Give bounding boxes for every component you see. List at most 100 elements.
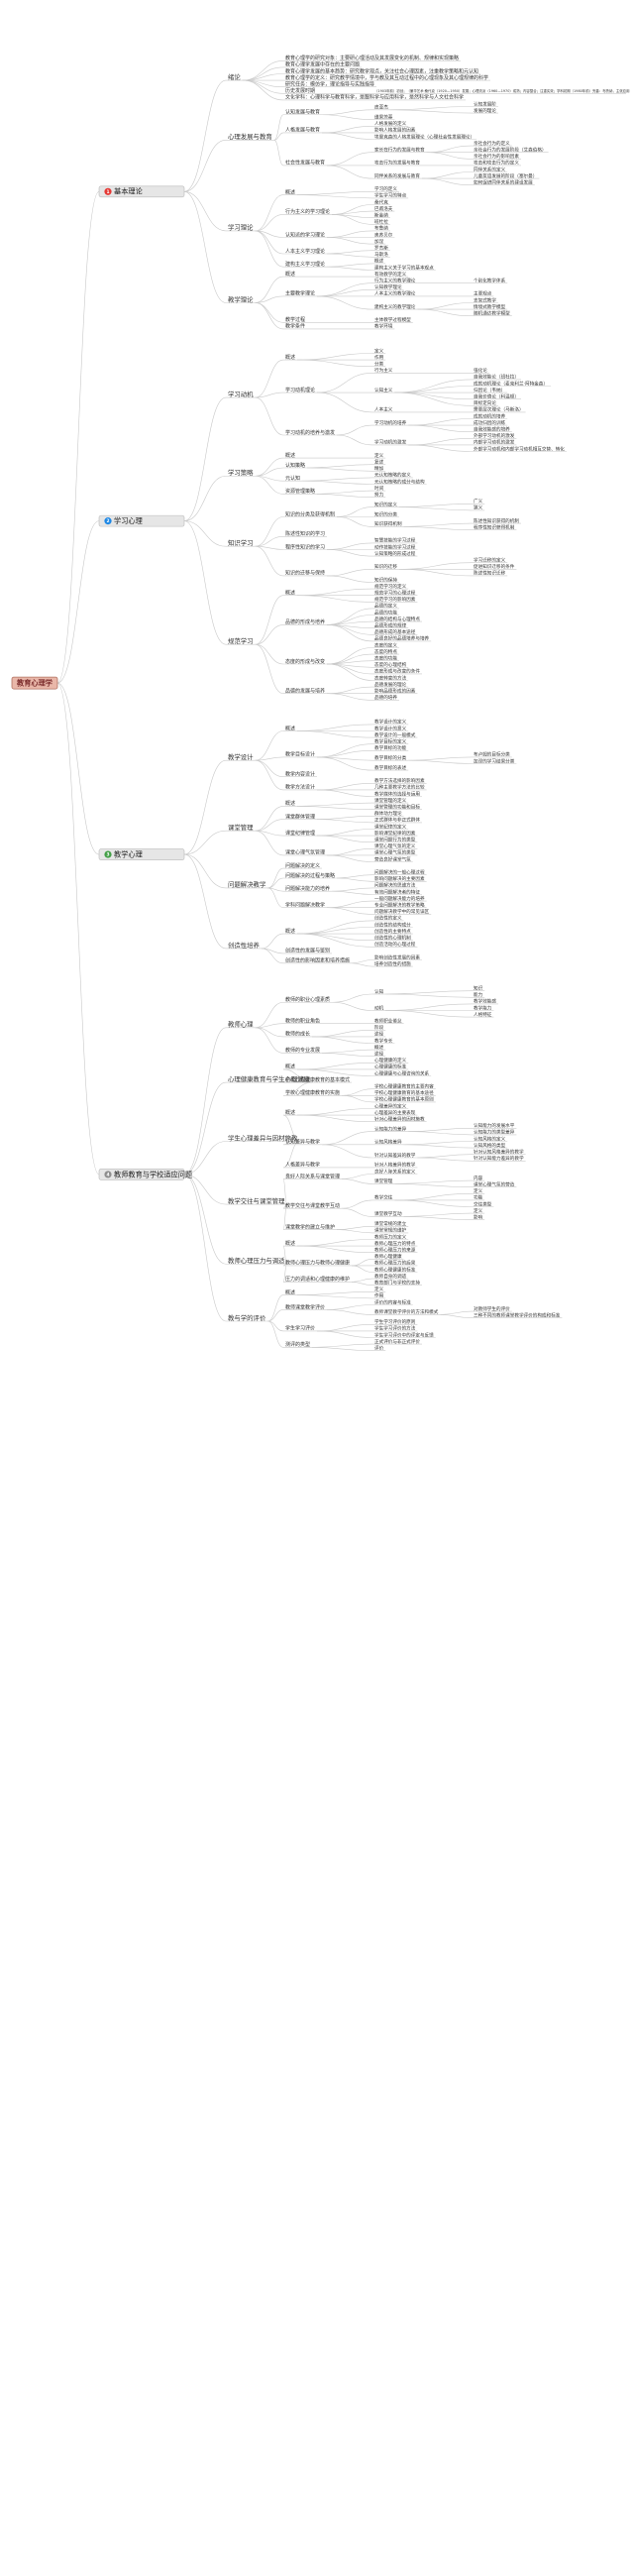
subtopic-node[interactable]: 时间 [372,485,386,492]
subtopic-node[interactable]: 教育心理学发展中存在的主要问题 [283,61,362,68]
subtopic-node[interactable]: 品德形成的规律 [372,622,409,629]
subtopic-node[interactable]: 桑代克 [372,198,390,205]
topic-node[interactable]: 教与学的评价 [226,1313,268,1322]
subtopic-node[interactable]: 概述 [283,452,297,459]
subtopic-node[interactable]: 埃里克森的人格发展理论（心理社会性发展理论） [372,133,477,140]
subtopic-node[interactable]: 正式群体与非正式群体 [372,817,422,824]
subtopic-node[interactable]: 概述 [283,271,297,278]
subtopic-node[interactable]: 元认知策略的成分与结构 [372,478,427,485]
subtopic-node[interactable]: 加涅 [372,238,386,245]
subtopic-node[interactable]: 教学目标的分类 [372,754,409,761]
subtopic-node[interactable]: 针对认知风格差异的教学 [472,1149,526,1156]
subtopic-node[interactable]: 认知策略的形成过程 [372,550,418,557]
topic-node[interactable]: 教学理论 [226,294,256,303]
subtopic-node[interactable]: 课堂纪律管理 [283,830,317,837]
subtopic-node[interactable]: 品德形成的基本途径 [372,628,418,635]
subtopic-node[interactable]: 概述 [283,928,297,935]
subtopic-node[interactable]: 课堂常规的维护 [372,1227,409,1234]
subtopic-node[interactable]: 马斯洛 [372,251,390,258]
subtopic-node[interactable]: 功能 [472,1194,485,1201]
subtopic-node[interactable]: 认知能力的差异 [372,1125,409,1132]
subtopic-node[interactable]: 亲社会行为的影响因素 [472,153,521,160]
subtopic-node[interactable]: 问题解决的思维方法 [372,882,418,889]
subtopic-node[interactable]: 影响 [472,1214,485,1221]
subtopic-node[interactable]: 课堂心理气氛的营造 [472,1181,517,1188]
subtopic-node[interactable]: 心理健康的定义 [372,1057,409,1064]
subtopic-node[interactable]: 针对人格差异的教学 [372,1162,418,1169]
subtopic-node[interactable]: 成功归因的训练 [472,419,508,426]
subtopic-node[interactable]: 资源管理策略 [283,488,317,495]
topic-node[interactable]: 学习策略 [226,468,256,477]
subtopic-node[interactable]: 态度的功能 [372,655,399,662]
subtopic-node[interactable]: 教学目标设计 [283,751,317,758]
subtopic-node[interactable]: 课堂群体管理 [283,813,317,820]
subtopic-node[interactable]: 态度形成与改变的条件 [372,668,422,675]
subtopic-node[interactable]: 三种不同的教师课堂教学评价的构成和标准 [472,1312,563,1319]
subtopic-node[interactable]: 需要层次理论（马斯洛） [472,406,526,413]
subtopic-node[interactable]: 皮亚杰 [372,104,390,111]
subtopic-node[interactable]: 建构主义的教学理论 [372,303,418,310]
subtopic-node[interactable]: 认知策略 [283,462,307,469]
subtopic-node[interactable]: 狭义 [472,504,485,511]
subtopic-node[interactable]: 途径 [372,1031,386,1038]
subtopic-node[interactable]: 教学交往 [372,1194,395,1201]
subtopic-node[interactable]: 问题解决的定义 [283,862,322,869]
subtopic-node[interactable]: 智慧技能的学习过程 [372,537,418,544]
subtopic-node[interactable]: 定义 [372,347,386,354]
subtopic-node[interactable]: 认知差异与教学 [283,1139,322,1146]
subtopic-node[interactable]: 教师职业倦怠 [372,1018,404,1025]
subtopic-node[interactable]: 良好人际关系与课堂管理 [283,1173,342,1179]
subtopic-node[interactable]: 学习动机的培养与激发 [283,429,337,436]
subtopic-node[interactable]: 教学内容设计 [283,771,317,778]
subtopic-node[interactable]: 学生学习评价 [283,1325,317,1332]
subtopic-node[interactable]: 品德发展的理论 [372,681,409,688]
subtopic-node[interactable]: 亲社会行为的发展阶段（艾森伯格） [472,147,549,154]
subtopic-node[interactable]: 知识获得机制 [372,520,404,527]
subtopic-node[interactable]: 动作技能的学习过程 [372,543,418,550]
topic-node[interactable]: 学习理论 [226,223,256,232]
subtopic-node[interactable]: 问题解决的一般心理过程 [372,869,427,876]
subtopic-node[interactable]: 学习迁移的定义 [472,557,508,564]
subtopic-node[interactable]: 途径 [372,1051,386,1058]
subtopic-node[interactable]: 影响品德形成的因素 [372,688,418,695]
subtopic-node[interactable]: 教学条件 [283,323,307,330]
subtopic-node[interactable]: 认知 [372,988,386,995]
subtopic-node[interactable]: 正式评价与非正式评价 [372,1338,422,1345]
subtopic-node[interactable]: 知识的保持 [372,576,399,583]
subtopic-node[interactable]: 奥苏贝尔 [372,231,395,238]
subtopic-node[interactable]: 主体教学过程模型 [372,316,413,323]
topic-node[interactable]: 问题解决教学 [226,880,268,889]
subtopic-node[interactable]: 态度的定义 [372,641,399,648]
subtopic-node[interactable]: 陈述性知识获得的机制 [472,517,521,524]
subtopic-node[interactable]: 培养创造性的措施 [372,960,413,967]
subtopic-node[interactable]: 教学方法选择的影响因素 [372,777,427,784]
subtopic-node[interactable]: 创造性的影响因素和培养措施 [283,957,352,964]
subtopic-node[interactable]: 学校心理健康教育的基本途径 [372,1089,436,1096]
subtopic-node[interactable]: 群体动力理论 [372,810,404,817]
subtopic-node[interactable]: 品德的发展与培养 [283,688,327,695]
subtopic-node[interactable]: 教学目标的功能 [372,744,409,751]
subtopic-node[interactable]: 陈述性知识的学习 [283,530,327,537]
subtopic-node[interactable]: 目标定向论 [472,399,498,406]
subtopic-node[interactable]: 斯金纳 [372,212,390,219]
subtopic-node[interactable]: 教学效能感 [472,998,498,1005]
subtopic-node[interactable]: 品德的结构与心理特点 [372,616,422,622]
subtopic-node[interactable]: 认知发展与教育 [283,109,322,116]
subtopic-node[interactable]: 人本主义学习理论 [283,248,327,255]
subtopic-node[interactable]: 程序性知识的学习 [283,543,327,550]
subtopic-node[interactable]: 认知主义 [372,387,395,393]
subtopic-node[interactable]: 课堂教学互动 [372,1210,404,1217]
subtopic-node[interactable]: 有效问题解决者的特征 [372,888,422,895]
subtopic-node[interactable]: 作用 [372,1292,386,1299]
subtopic-node[interactable]: 人格差异与教学 [283,1162,322,1169]
subtopic-node[interactable]: 教师自身的调适 [372,1273,409,1280]
subtopic-node[interactable]: 测评的类型 [283,1341,312,1348]
subtopic-node[interactable]: 知识 [472,985,485,992]
subtopic-node[interactable]: 教师心理健康 [372,1253,404,1260]
subtopic-node[interactable]: 加涅的学习结果分类 [472,757,517,764]
subtopic-node[interactable]: 教师心理压力与教师心理健康 [283,1260,352,1267]
subtopic-node[interactable]: 分类 [372,361,386,368]
subtopic-node[interactable]: 认知派的学习理论 [283,231,327,238]
subtopic-node[interactable]: 外部学习动机和内部学习动机相互交替、转化 [472,445,567,452]
